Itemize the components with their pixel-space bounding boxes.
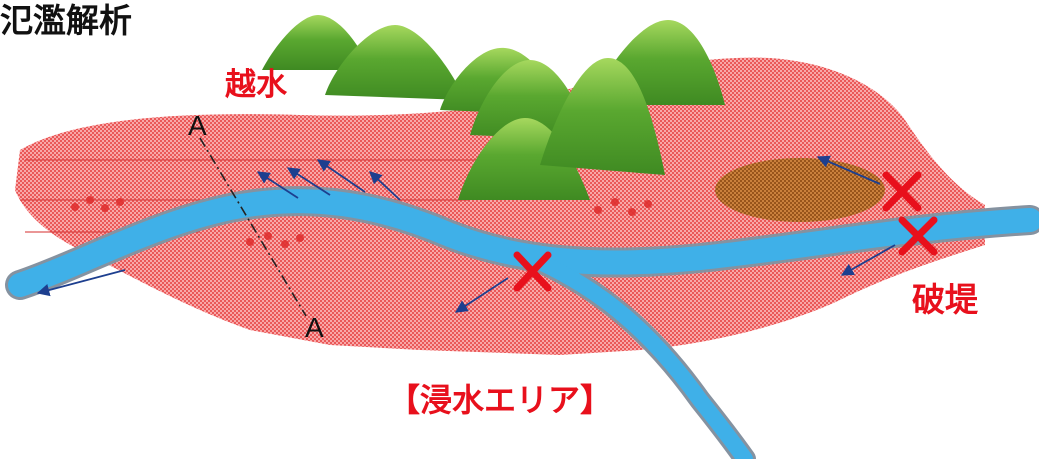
overflow-label: 越水 (225, 67, 287, 103)
flow-arrow-icon (36, 269, 126, 297)
flow-arrow-icon (316, 159, 366, 193)
cross-mark-icon (898, 216, 938, 256)
section-line-a-a (199, 137, 307, 317)
flow-arrow-icon (816, 155, 881, 185)
ponding-area (715, 158, 885, 222)
section-label-bottom: A (305, 312, 324, 343)
flow-arrow-icon (454, 277, 509, 313)
breach-label: 破堤 (912, 280, 978, 319)
flow-arrow-icon (840, 244, 896, 276)
flow-arrows (36, 155, 896, 313)
house-cluster (71, 196, 652, 248)
flow-arrow-icon (286, 167, 331, 196)
section-label-top: A (188, 110, 207, 141)
breach-markers (513, 171, 938, 292)
inundation-area-label: 【浸水エリア】 (388, 381, 613, 419)
flow-arrow-icon (369, 171, 401, 201)
mountains (262, 15, 725, 200)
cross-mark-icon (882, 171, 922, 212)
cross-mark-icon (513, 251, 552, 292)
river (5, 186, 1039, 463)
flow-arrow-icon (256, 171, 299, 199)
page-title: 氾濫解析 (0, 1, 132, 40)
inundation-area (15, 57, 985, 355)
